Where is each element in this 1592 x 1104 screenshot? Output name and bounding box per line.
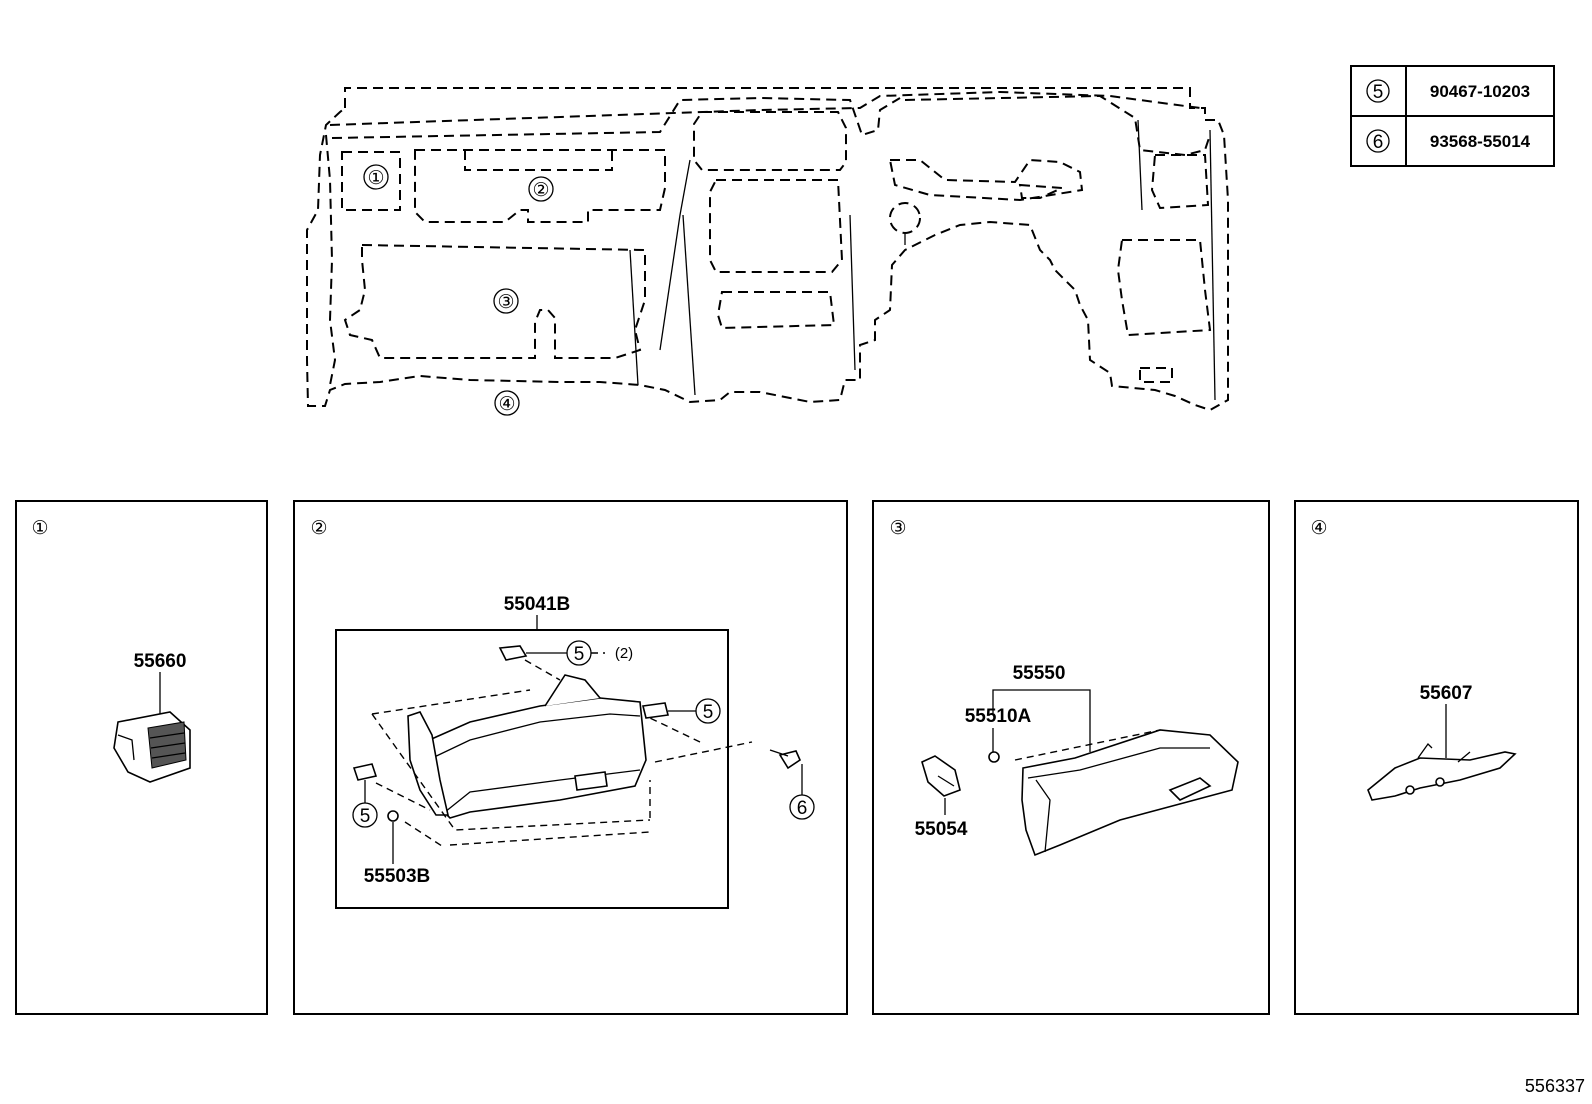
clip-part-right: [642, 702, 669, 719]
panel-2: ② 55041B: [293, 500, 848, 1015]
legend-ref-6: 6: [1373, 132, 1384, 153]
latch-55054-part: [921, 755, 961, 797]
callout-5-left: 5: [360, 806, 371, 827]
panel-1-ref: ①: [31, 518, 48, 539]
panel-1: ① 55660: [15, 500, 268, 1015]
screw-part: [988, 751, 1000, 763]
dashboard-overview: [306, 87, 1229, 412]
overview-callouts: ① ② ③ ④: [363, 164, 554, 416]
legend-table: 5 90467-10203 6 93568-55014: [1350, 65, 1555, 167]
label-55503B: 55503B: [364, 866, 431, 887]
vent-55660-part: [113, 711, 191, 783]
legend-part-93568-55014: 93568-55014: [1430, 132, 1531, 151]
label-55054: 55054: [915, 819, 968, 840]
label-55607: 55607: [1420, 683, 1473, 704]
label-55041B: 55041B: [504, 594, 571, 615]
panel-4: ④ 55607: [1294, 500, 1579, 1015]
bolt-part: [769, 749, 802, 770]
label-55660: 55660: [134, 651, 187, 672]
panel-3-ref: ③: [889, 518, 906, 539]
glove-box-part: [1014, 729, 1239, 857]
callout-5-top: 5: [574, 644, 585, 665]
callout-5-right: 5: [703, 702, 714, 723]
callout-4: ④: [498, 394, 515, 415]
callout-1: ①: [367, 168, 384, 189]
panel-4-ref: ④: [1310, 518, 1327, 539]
bracket-55607-part: [1367, 742, 1517, 801]
clip-part-left: [352, 763, 378, 781]
legend-part-90467-10203: 90467-10203: [1430, 82, 1530, 101]
panel-2-ref: ②: [310, 518, 327, 539]
diagram-id: 556337: [1525, 1076, 1585, 1096]
clip-part-top: [498, 645, 528, 661]
label-55510A: 55510A: [965, 706, 1032, 727]
label-55550: 55550: [1013, 663, 1066, 684]
qty-2: (2): [615, 645, 633, 662]
callout-6: 6: [797, 798, 808, 819]
callout-3: ③: [497, 292, 514, 313]
callout-2: ②: [532, 180, 549, 201]
legend-ref-5: 5: [1373, 82, 1384, 103]
knee-airbag-part: [407, 674, 647, 819]
panel-3: ③ 55550 55510A 55054: [872, 500, 1270, 1015]
nut-part: [387, 810, 399, 822]
